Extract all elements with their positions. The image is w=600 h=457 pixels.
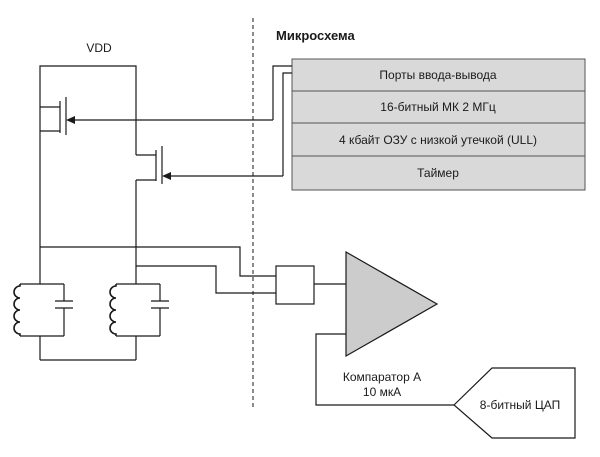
comparator-current: 10 мкА bbox=[363, 385, 401, 399]
comparator-dac-wire bbox=[315, 333, 454, 406]
transistor-2 bbox=[136, 146, 283, 184]
lc-tank-1 bbox=[13, 247, 73, 360]
vdd-label: VDD bbox=[86, 41, 112, 55]
comparator-name: Компаратор A bbox=[343, 370, 421, 384]
inductor-2-icon bbox=[109, 284, 117, 336]
io-signal-wire-1 bbox=[272, 65, 292, 120]
lc-tank-2 bbox=[109, 283, 169, 360]
timer-block[interactable] bbox=[291, 155, 586, 191]
dac-block[interactable] bbox=[453, 367, 576, 439]
input-buffer-block[interactable] bbox=[275, 265, 315, 305]
chip-title: Микросхема bbox=[276, 28, 356, 43]
ram-label: 4 кбайт ОЗУ с низкой утечкой (ULL) bbox=[339, 133, 537, 147]
chip-block-stack: Порты ввода-вывода 16-битный МК 2 МГц 4 … bbox=[291, 58, 586, 191]
dac-label: 8-битный ЦАП bbox=[480, 398, 560, 412]
mcu-label: 16-битный МК 2 МГц bbox=[380, 100, 496, 114]
gate-arrow-1-icon bbox=[66, 116, 75, 124]
comparator-symbol[interactable] bbox=[345, 250, 439, 358]
inductor-1-icon bbox=[13, 284, 21, 336]
gate-arrow-2-icon bbox=[162, 172, 171, 180]
io-ports-block[interactable] bbox=[291, 58, 586, 92]
bus-wire-bottom bbox=[136, 265, 276, 294]
bus-wire-top bbox=[40, 246, 276, 277]
transistor-1 bbox=[40, 97, 273, 135]
io-signal-wire-3 bbox=[282, 72, 292, 176]
io-ports-label: Порты ввода-вывода bbox=[379, 68, 497, 82]
vdd-rail bbox=[39, 65, 137, 247]
mcu-block[interactable] bbox=[291, 90, 586, 124]
timer-label: Таймер bbox=[417, 166, 459, 180]
